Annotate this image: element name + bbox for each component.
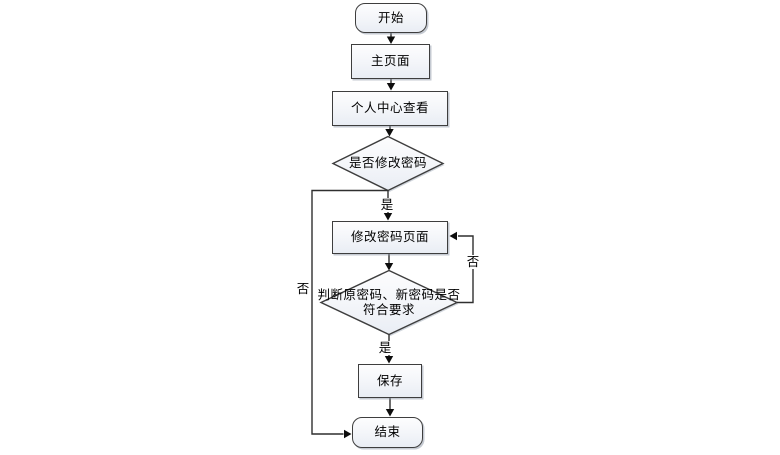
main-page-node-label: 主页面 — [370, 54, 410, 69]
personal-center-node: 个人中心查看 — [332, 91, 448, 126]
change-password-page-node-label: 修改密码页面 — [350, 230, 429, 245]
label-no-left: 否 — [296, 282, 310, 296]
end-node: 结束 — [352, 417, 423, 448]
connector-modify-decision2 — [384, 254, 394, 271]
start-node: 开始 — [355, 3, 427, 33]
connector-start-main — [386, 33, 396, 44]
decision-change-password-label: 是否修改密码 — [348, 156, 427, 170]
start-node-label: 开始 — [377, 10, 404, 25]
personal-center-node-label: 个人中心查看 — [350, 101, 429, 116]
decision-password-valid-shape — [319, 269, 459, 336]
connector-decision1-no-end — [311, 189, 388, 439]
decision-password-valid-line2: 符合要求 — [362, 303, 415, 317]
connector-save-end — [385, 398, 395, 417]
connector-decision2-no-loop — [449, 231, 474, 304]
end-node-label: 结束 — [374, 425, 401, 440]
connector-main-personal — [386, 79, 396, 91]
connector-personal-decision1 — [385, 126, 394, 137]
label-yes-1: 是 — [380, 198, 394, 212]
change-password-page-node: 修改密码页面 — [332, 221, 448, 254]
decision-change-password-shape — [331, 135, 445, 192]
main-page-node: 主页面 — [351, 44, 430, 79]
save-node-label: 保存 — [376, 373, 403, 388]
label-no-right: 否 — [466, 255, 480, 269]
label-yes-2: 是 — [378, 341, 392, 355]
save-node: 保存 — [358, 364, 422, 398]
decision-password-valid-label: 判断原密码、新密码是否 符合要求 — [314, 288, 464, 318]
decision-password-valid-line1: 判断原密码、新密码是否 — [317, 288, 461, 302]
